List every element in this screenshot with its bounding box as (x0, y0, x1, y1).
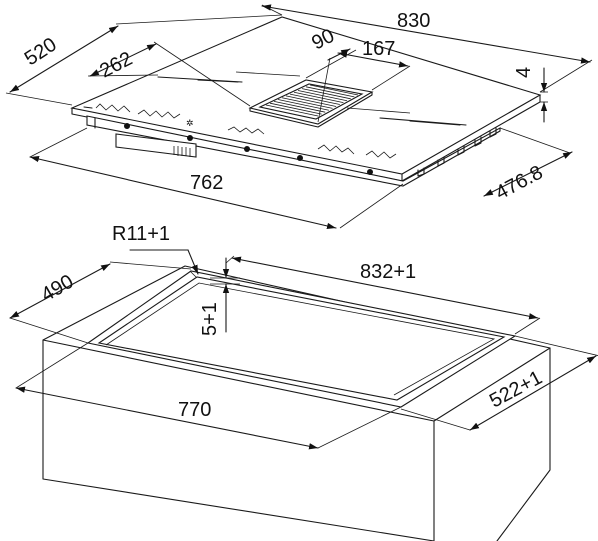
dim-cutout-depth: 490 (38, 271, 78, 307)
grille-bar (285, 95, 337, 107)
dim-glass-thickness: 4 (513, 67, 535, 78)
cutout-drawing: R11+1 5+1 832+1 522+1 490 770 (9, 223, 598, 541)
dim-recess-depth: 5+1 (199, 302, 221, 336)
grille-bar (301, 88, 351, 100)
grille-bar (289, 93, 340, 105)
base-connectors (417, 127, 497, 177)
svg-text:✲: ✲ (186, 118, 194, 128)
hob-extension-lines (5, 4, 593, 229)
recess-rim (86, 270, 517, 408)
grille-bar (265, 104, 319, 117)
cutout-dimension-lines (9, 249, 597, 450)
dim-recess-length: 522+1 (486, 367, 546, 413)
grille-bar (269, 102, 322, 115)
dim-overall-width: 830 (397, 10, 430, 32)
grille-bar (293, 91, 344, 104)
dim-recess-width: 832+1 (360, 261, 416, 283)
grille-bar (281, 97, 333, 109)
dim-corner-radius: R11+1 (112, 223, 170, 245)
cutout-extension-lines (9, 255, 598, 449)
hob-dimension-lines (9, 4, 591, 230)
dim-vent-width: 167 (362, 38, 395, 60)
grille-bar (309, 84, 359, 96)
dim-front-zone-depth: 262 (96, 48, 136, 83)
grille-bar (273, 100, 326, 113)
hob-drawing: ✲ (5, 4, 593, 230)
grille-bar (305, 86, 355, 98)
downdraft-vent-grille (248, 79, 374, 128)
dim-base-depth: 476.8 (492, 161, 547, 204)
dim-cutout-width: 770 (178, 399, 211, 421)
control-panel-symbols: ✲ (83, 103, 397, 159)
cooking-zone-markings (157, 71, 467, 126)
dim-base-width: 762 (190, 172, 223, 194)
